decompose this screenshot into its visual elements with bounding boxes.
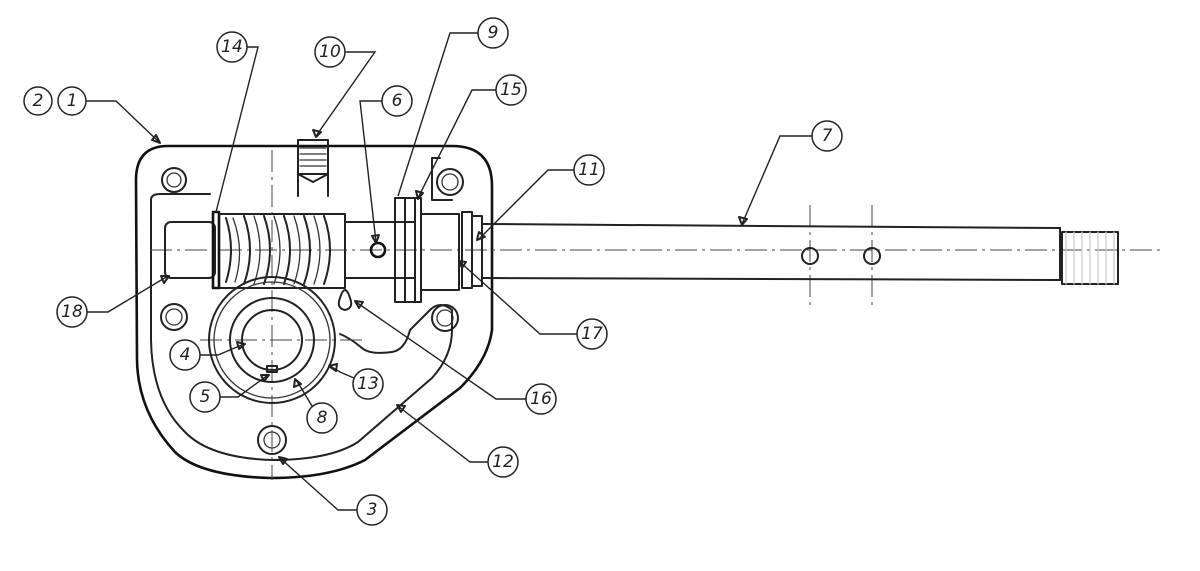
callout-4-label: 4: [180, 345, 191, 365]
output-shaft: [481, 223, 1119, 285]
callout-1: 1: [57, 86, 87, 116]
set-screw: [297, 139, 329, 197]
callout-18: 18: [56, 296, 88, 328]
worm-assembly: [164, 197, 483, 311]
callout-5-label: 5: [200, 387, 211, 407]
callout-9: 9: [477, 17, 509, 49]
callout-13-label: 13: [357, 374, 379, 394]
gearbox-housing: [134, 144, 494, 480]
callout-8: 8: [306, 402, 338, 434]
callout-3: 3: [356, 494, 388, 526]
worm-gear: [208, 276, 336, 404]
callout-3-label: 3: [367, 500, 378, 520]
boss-mid-left: [160, 303, 188, 331]
boss-top-right: [436, 168, 464, 196]
callouts: 2 1 14 10 6 9: [23, 17, 843, 526]
callout-1-label: 1: [67, 91, 78, 111]
callout-5: 5: [189, 381, 221, 413]
callout-17-label: 17: [581, 324, 603, 344]
callout-16: 16: [525, 383, 557, 415]
callout-11-label: 11: [578, 160, 600, 180]
callout-11: 11: [573, 154, 605, 186]
callout-2-label: 2: [33, 91, 44, 111]
boss-mid-right: [431, 304, 459, 332]
callout-10-label: 10: [319, 42, 341, 62]
callout-6: 6: [381, 85, 413, 117]
callout-6-label: 6: [392, 91, 403, 111]
callout-14-label: 14: [221, 37, 243, 57]
callout-9-label: 9: [488, 23, 499, 43]
callout-15: 15: [495, 74, 527, 106]
callout-7: 7: [811, 120, 843, 152]
callout-2: 2: [23, 86, 53, 116]
callout-14: 14: [216, 31, 248, 63]
callout-8-label: 8: [317, 408, 328, 428]
callout-17: 17: [576, 318, 608, 350]
boss-top-left: [161, 167, 187, 193]
callout-12: 12: [487, 446, 519, 478]
callout-18-label: 18: [61, 302, 83, 322]
callout-15-label: 15: [500, 80, 522, 100]
callout-4: 4: [169, 339, 201, 371]
callout-12-label: 12: [492, 452, 514, 472]
callout-10: 10: [314, 36, 346, 68]
callout-13: 13: [352, 368, 384, 400]
callout-16-label: 16: [530, 389, 552, 409]
callout-7-label: 7: [822, 126, 833, 146]
center-lines: [150, 150, 1160, 480]
